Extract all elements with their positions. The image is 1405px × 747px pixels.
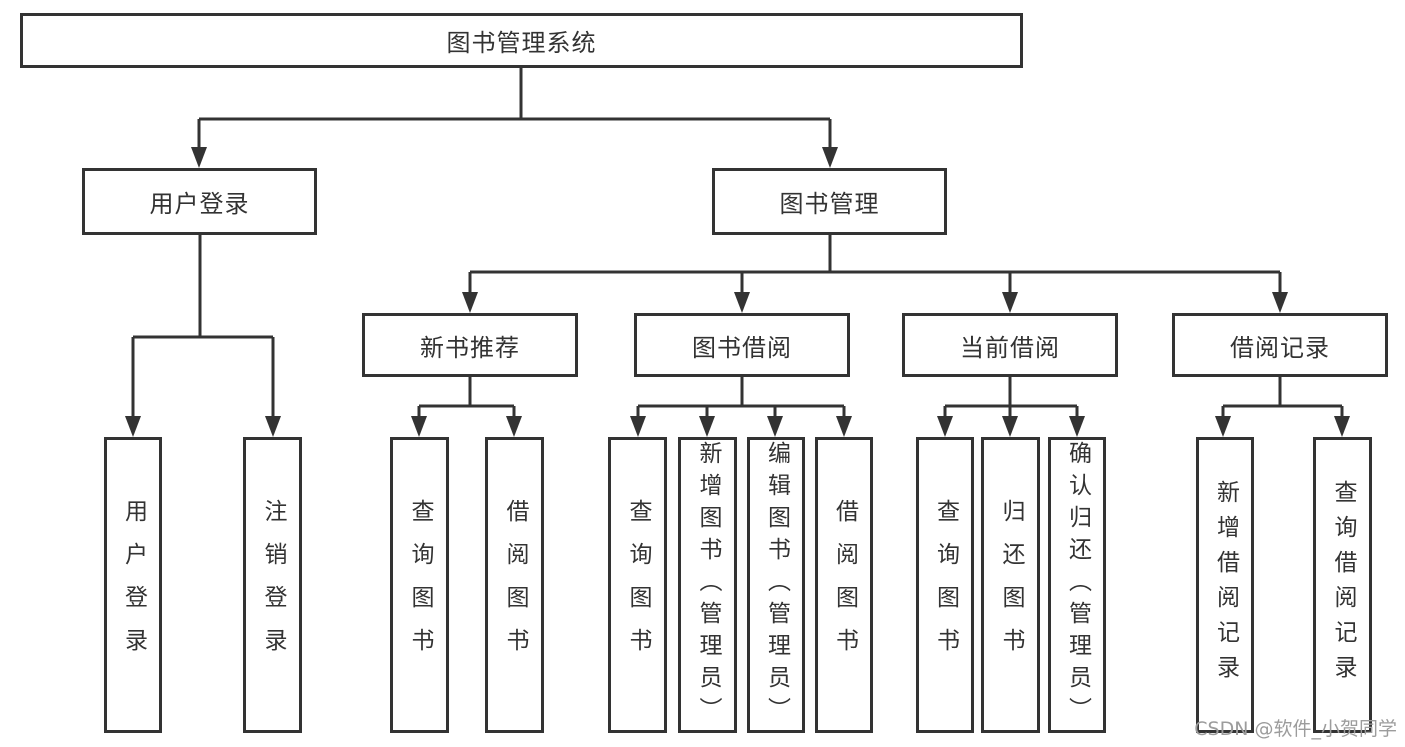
leaf-current-query: 查询图书: [916, 437, 974, 733]
node-current-borrow: 当前借阅: [902, 313, 1118, 377]
node-book-management: 图书管理: [712, 168, 947, 235]
leaf-logout: 注销登录: [243, 437, 302, 733]
leaf-current-query-label: 查询图书: [932, 499, 959, 671]
leaf-current-return-label: 归还图书: [998, 499, 1024, 671]
node-user-login: 用户登录: [82, 168, 317, 235]
leaf-borrow-query: 查询图书: [608, 437, 667, 733]
leaf-logout-label: 注销登录: [260, 499, 286, 671]
leaf-newbook-borrow-label: 借阅图书: [502, 499, 528, 671]
leaf-current-confirm-admin: 确认归还（管理员）: [1048, 437, 1106, 733]
leaf-newbook-query: 查询图书: [390, 437, 449, 733]
node-book-borrow: 图书借阅: [634, 313, 850, 377]
leaf-records-query: 查询借阅记录: [1313, 437, 1372, 733]
leaf-borrow-add-admin-label: 新增图书（管理员）: [695, 441, 721, 729]
leaf-newbook-borrow: 借阅图书: [485, 437, 544, 733]
csdn-watermark: CSDN @软件_小贺同学: [1194, 718, 1397, 740]
node-borrow-records: 借阅记录: [1172, 313, 1388, 377]
leaf-borrow-edit-admin-label: 编辑图书（管理员）: [763, 441, 790, 729]
leaf-user-login-label: 用户登录: [120, 499, 147, 671]
leaf-current-return: 归还图书: [981, 437, 1040, 733]
leaf-records-query-label: 查询借阅记录: [1330, 480, 1356, 690]
node-new-book-recommend: 新书推荐: [362, 313, 578, 377]
leaf-borrow-add-admin: 新增图书（管理员）: [678, 437, 737, 733]
leaf-borrow-edit-admin: 编辑图书（管理员）: [747, 437, 805, 733]
leaf-records-add-label: 新增借阅记录: [1212, 480, 1239, 690]
leaf-borrow-borrow: 借阅图书: [815, 437, 873, 733]
leaf-newbook-query-label: 查询图书: [407, 499, 433, 671]
leaf-borrow-borrow-label: 借阅图书: [831, 499, 858, 671]
leaf-records-add: 新增借阅记录: [1196, 437, 1254, 733]
leaf-borrow-query-label: 查询图书: [625, 499, 651, 671]
leaf-user-login: 用户登录: [104, 437, 162, 733]
node-root: 图书管理系统: [20, 13, 1023, 68]
leaf-current-confirm-admin-label: 确认归还（管理员）: [1064, 441, 1091, 729]
